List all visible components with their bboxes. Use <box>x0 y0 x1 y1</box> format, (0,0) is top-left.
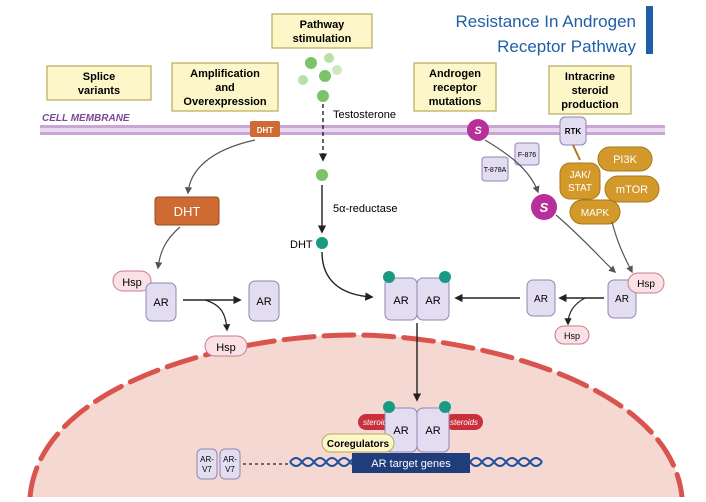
jak-stat-kinase <box>559 162 601 200</box>
cell-membrane-label: CELL MEMBRANE <box>42 113 130 124</box>
t878a-label: T-878A <box>484 167 507 174</box>
dimer-ar-left-label: AR <box>393 295 408 307</box>
ar-v7-right-line-1: AR- <box>223 455 237 464</box>
splice-box-line-2: variants <box>78 85 120 97</box>
intracrine-box-line-2: steroid <box>572 85 609 97</box>
pi3k-kinase <box>597 146 653 172</box>
mutations-box-line-1: Androgen <box>429 68 481 80</box>
testosterone-label: Testosterone <box>333 109 396 121</box>
ar-target-genes-label: AR target genes <box>371 458 451 470</box>
title-accent-bar <box>646 6 653 54</box>
right-ar-label: AR <box>615 294 629 305</box>
free-ar <box>248 280 280 322</box>
right-ar <box>607 279 637 319</box>
mutations-box: Androgen receptor mutations <box>413 62 497 112</box>
free-dht-molecule <box>316 237 328 249</box>
coregulators-label: Coregulators <box>327 439 390 450</box>
ar-v7-right-line-2: V7 <box>225 465 235 474</box>
mutations-box-line-2: receptor <box>433 82 478 94</box>
mtor-label: mTOR <box>616 184 648 196</box>
dht-box-label: DHT <box>174 204 201 219</box>
cytoplasm-s-label: S <box>540 200 549 215</box>
splice-variants-box: Splice variants <box>46 65 152 101</box>
splice-box-line-1: Splice <box>83 71 115 83</box>
coregulators-box <box>321 433 395 453</box>
amplification-box: Amplification and Overexpression <box>171 62 279 112</box>
ar-v7-left-line-1: AR- <box>200 455 214 464</box>
pathway-box-line-2: stimulation <box>293 33 352 45</box>
intracrine-box-line-1: Intracrine <box>565 71 615 83</box>
right-hsp-label: Hsp <box>637 279 655 290</box>
pathway-box-line-1: Pathway <box>300 19 346 31</box>
dht-box <box>154 196 220 226</box>
ar-v7-left-line-2: V7 <box>202 465 212 474</box>
f876-label: F-876 <box>518 152 536 159</box>
steroids-tag-left-label: steroids <box>363 418 391 427</box>
membrane-dht-box <box>250 121 280 137</box>
title-line-2: Receptor Pathway <box>497 37 636 56</box>
nucleus <box>30 335 682 497</box>
mid-right-ar <box>526 279 556 317</box>
nuclear-ar-left-label: AR <box>393 425 408 437</box>
testosterone-molecule <box>316 169 328 181</box>
mid-right-ar-label: AR <box>534 294 548 305</box>
ar-target-genes-box <box>352 453 470 473</box>
amplification-box-line-1: Amplification <box>190 68 260 80</box>
s-to-right-ar-arrow <box>555 214 617 273</box>
kinase-to-right-ar-arrow <box>611 221 633 274</box>
nuclear-ar-right-label: AR <box>425 425 440 437</box>
dht-to-ar-dimer-arrow <box>321 251 374 301</box>
membrane-s-label: S <box>474 125 482 137</box>
cytoplasm-s-marker <box>531 194 557 220</box>
membrane-dht-label: DHT <box>257 126 274 135</box>
mutations-box-line-3: mutations <box>429 96 482 108</box>
left-ar <box>145 282 177 322</box>
left-hsp-release-arrow <box>204 299 231 332</box>
s-internalization-arrow <box>484 139 540 194</box>
testosterone-cluster <box>298 53 342 102</box>
released-hsp-right <box>554 325 590 345</box>
reductase-label: 5α-reductase <box>333 203 397 215</box>
dht-to-hsp-arrow <box>155 226 181 270</box>
rtk-to-jak-link <box>572 144 581 161</box>
dimer-ar-right-label: AR <box>425 295 440 307</box>
intracrine-box-line-3: production <box>561 99 619 111</box>
amplification-box-line-3: Overexpression <box>183 96 266 108</box>
left-ar-label: AR <box>153 297 168 309</box>
pathway-stimulation-box: Pathway stimulation <box>271 13 373 49</box>
mtor-kinase <box>604 175 660 203</box>
ar-v7-dimer <box>196 448 241 480</box>
free-dht-label: DHT <box>290 239 313 251</box>
intracrine-box: Intracrine steroid production <box>548 65 632 115</box>
jak-stat-label-1: JAK/ <box>569 170 590 181</box>
released-hsp-left-label: Hsp <box>216 342 236 354</box>
free-ar-label: AR <box>256 296 271 308</box>
membrane-dht-to-box-arrow <box>184 139 256 195</box>
rtk-label: RTK <box>565 127 582 136</box>
t878a-mutation <box>481 156 509 182</box>
released-hsp-right-label: Hsp <box>564 331 580 341</box>
f876-mutation <box>514 142 540 166</box>
steroids-tag-right-label: steroids <box>450 418 478 427</box>
mapk-label: MAPK <box>581 208 610 219</box>
left-hsp-label: Hsp <box>122 277 142 289</box>
mapk-kinase <box>569 199 621 225</box>
amplification-box-line-2: and <box>215 82 235 94</box>
steroids-tag-right <box>445 414 483 430</box>
right-hsp-release-arrow <box>564 297 586 326</box>
cell-membrane <box>40 125 665 135</box>
title-line-1: Resistance In Androgen <box>455 12 636 31</box>
ar-dimer-cytoplasm <box>383 271 451 321</box>
nuclear-envelope <box>27 332 685 500</box>
right-hsp <box>627 272 665 294</box>
membrane-s-marker <box>467 119 489 141</box>
pi3k-label: PI3K <box>613 154 638 166</box>
left-hsp <box>112 270 152 292</box>
jak-stat-label-2: STAT <box>568 183 592 194</box>
released-hsp-left <box>204 335 248 357</box>
